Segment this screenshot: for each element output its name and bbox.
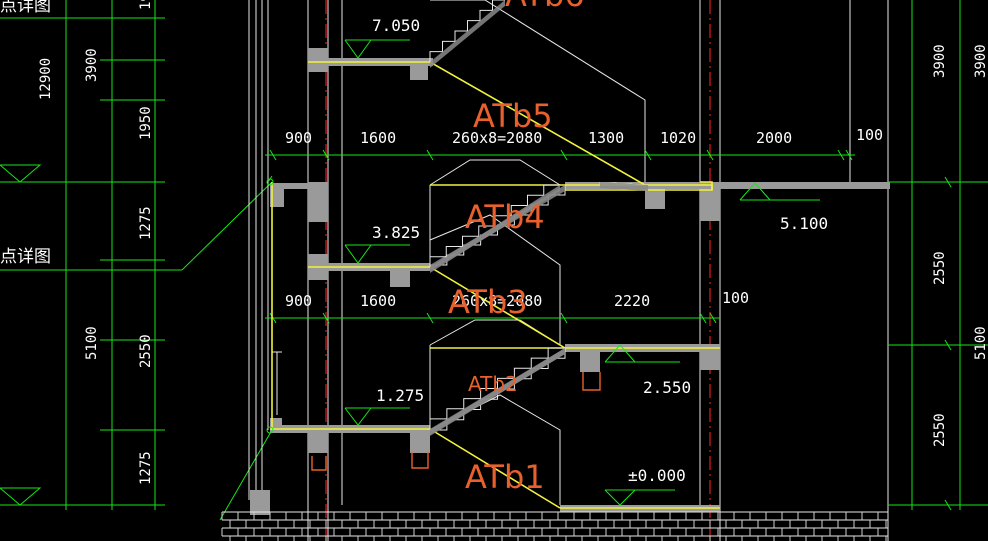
upper-dim-2080: 260x8=2080	[452, 129, 542, 147]
level-2550: 2.550	[643, 378, 691, 397]
dim-1950-left: 1950	[138, 106, 154, 140]
dim-2550-right-a: 2550	[932, 251, 948, 285]
flight-label-atb4: ATb4	[465, 198, 545, 236]
upper-dim-1300: 1300	[588, 129, 624, 147]
beam-markers	[311, 372, 601, 471]
level-7050: 7.050	[372, 16, 420, 35]
dim-1275-left-bot: 1275	[138, 451, 154, 485]
upper-dim-100: 100	[856, 126, 883, 144]
dim-19-top: 19	[138, 0, 154, 10]
flight-label-atb3: ATb3	[448, 283, 528, 321]
dim-3900-right-a: 3900	[932, 44, 948, 78]
stair-flight-slab-6	[600, 182, 648, 191]
upper-dimension-line	[265, 149, 855, 161]
detail-label-top: 点详图	[0, 0, 51, 16]
level-3825: 3.825	[372, 223, 420, 242]
lower-dim-2080: 260x8=2080	[452, 292, 542, 310]
ground-foundation	[222, 511, 888, 537]
dim-5100-right: 5100	[973, 326, 988, 360]
right-dimension-lines	[888, 0, 988, 511]
upper-dim-1600: 1600	[360, 129, 396, 147]
dim-2550-left: 2550	[138, 334, 154, 368]
dim-1275-left-top: 1275	[138, 206, 154, 240]
i-beam-mark	[272, 351, 282, 415]
ground-brick-pattern	[221, 512, 887, 541]
level-1275: 1.275	[376, 386, 424, 405]
lower-dim-900: 900	[285, 292, 312, 310]
flight-label-atb2: ATb2	[468, 372, 518, 396]
level-0000: ±0.000	[628, 466, 686, 485]
stair-flight-slab-5	[430, 348, 565, 435]
lower-dim-100: 100	[722, 289, 749, 307]
dim-5100-left: 5100	[84, 326, 100, 360]
upper-dim-900: 900	[285, 129, 312, 147]
flight-label-atb5: ATb5	[473, 97, 553, 135]
level-5100: 5.100	[780, 214, 828, 233]
landing-slabs	[250, 48, 890, 515]
detail-label-mid: 点详图	[0, 247, 51, 267]
leader-node-bot	[266, 426, 274, 434]
leader-node-top	[266, 178, 274, 186]
upper-dim-1020: 1020	[660, 129, 696, 147]
stair-flights	[429, 0, 648, 436]
left-dimension-lines	[0, 0, 273, 521]
dim-12900: 12900	[38, 58, 54, 100]
dim-3900-right-b: 3900	[973, 44, 988, 78]
stair-flight-slab-1	[430, 0, 505, 68]
upper-dim-2000: 2000	[756, 129, 792, 147]
flight-label-atb1: ATb1	[465, 458, 545, 496]
flight-label-atb6: ATb6	[505, 0, 585, 14]
dim-3900-left: 3900	[84, 48, 100, 82]
stair-flight-slab-3	[430, 185, 560, 273]
lower-dim-2220: 2220	[614, 292, 650, 310]
lower-dimension-line	[265, 312, 720, 324]
dim-2550-right-b: 2550	[932, 413, 948, 447]
lower-dim-1600: 1600	[360, 292, 396, 310]
level-markers	[344, 39, 820, 506]
